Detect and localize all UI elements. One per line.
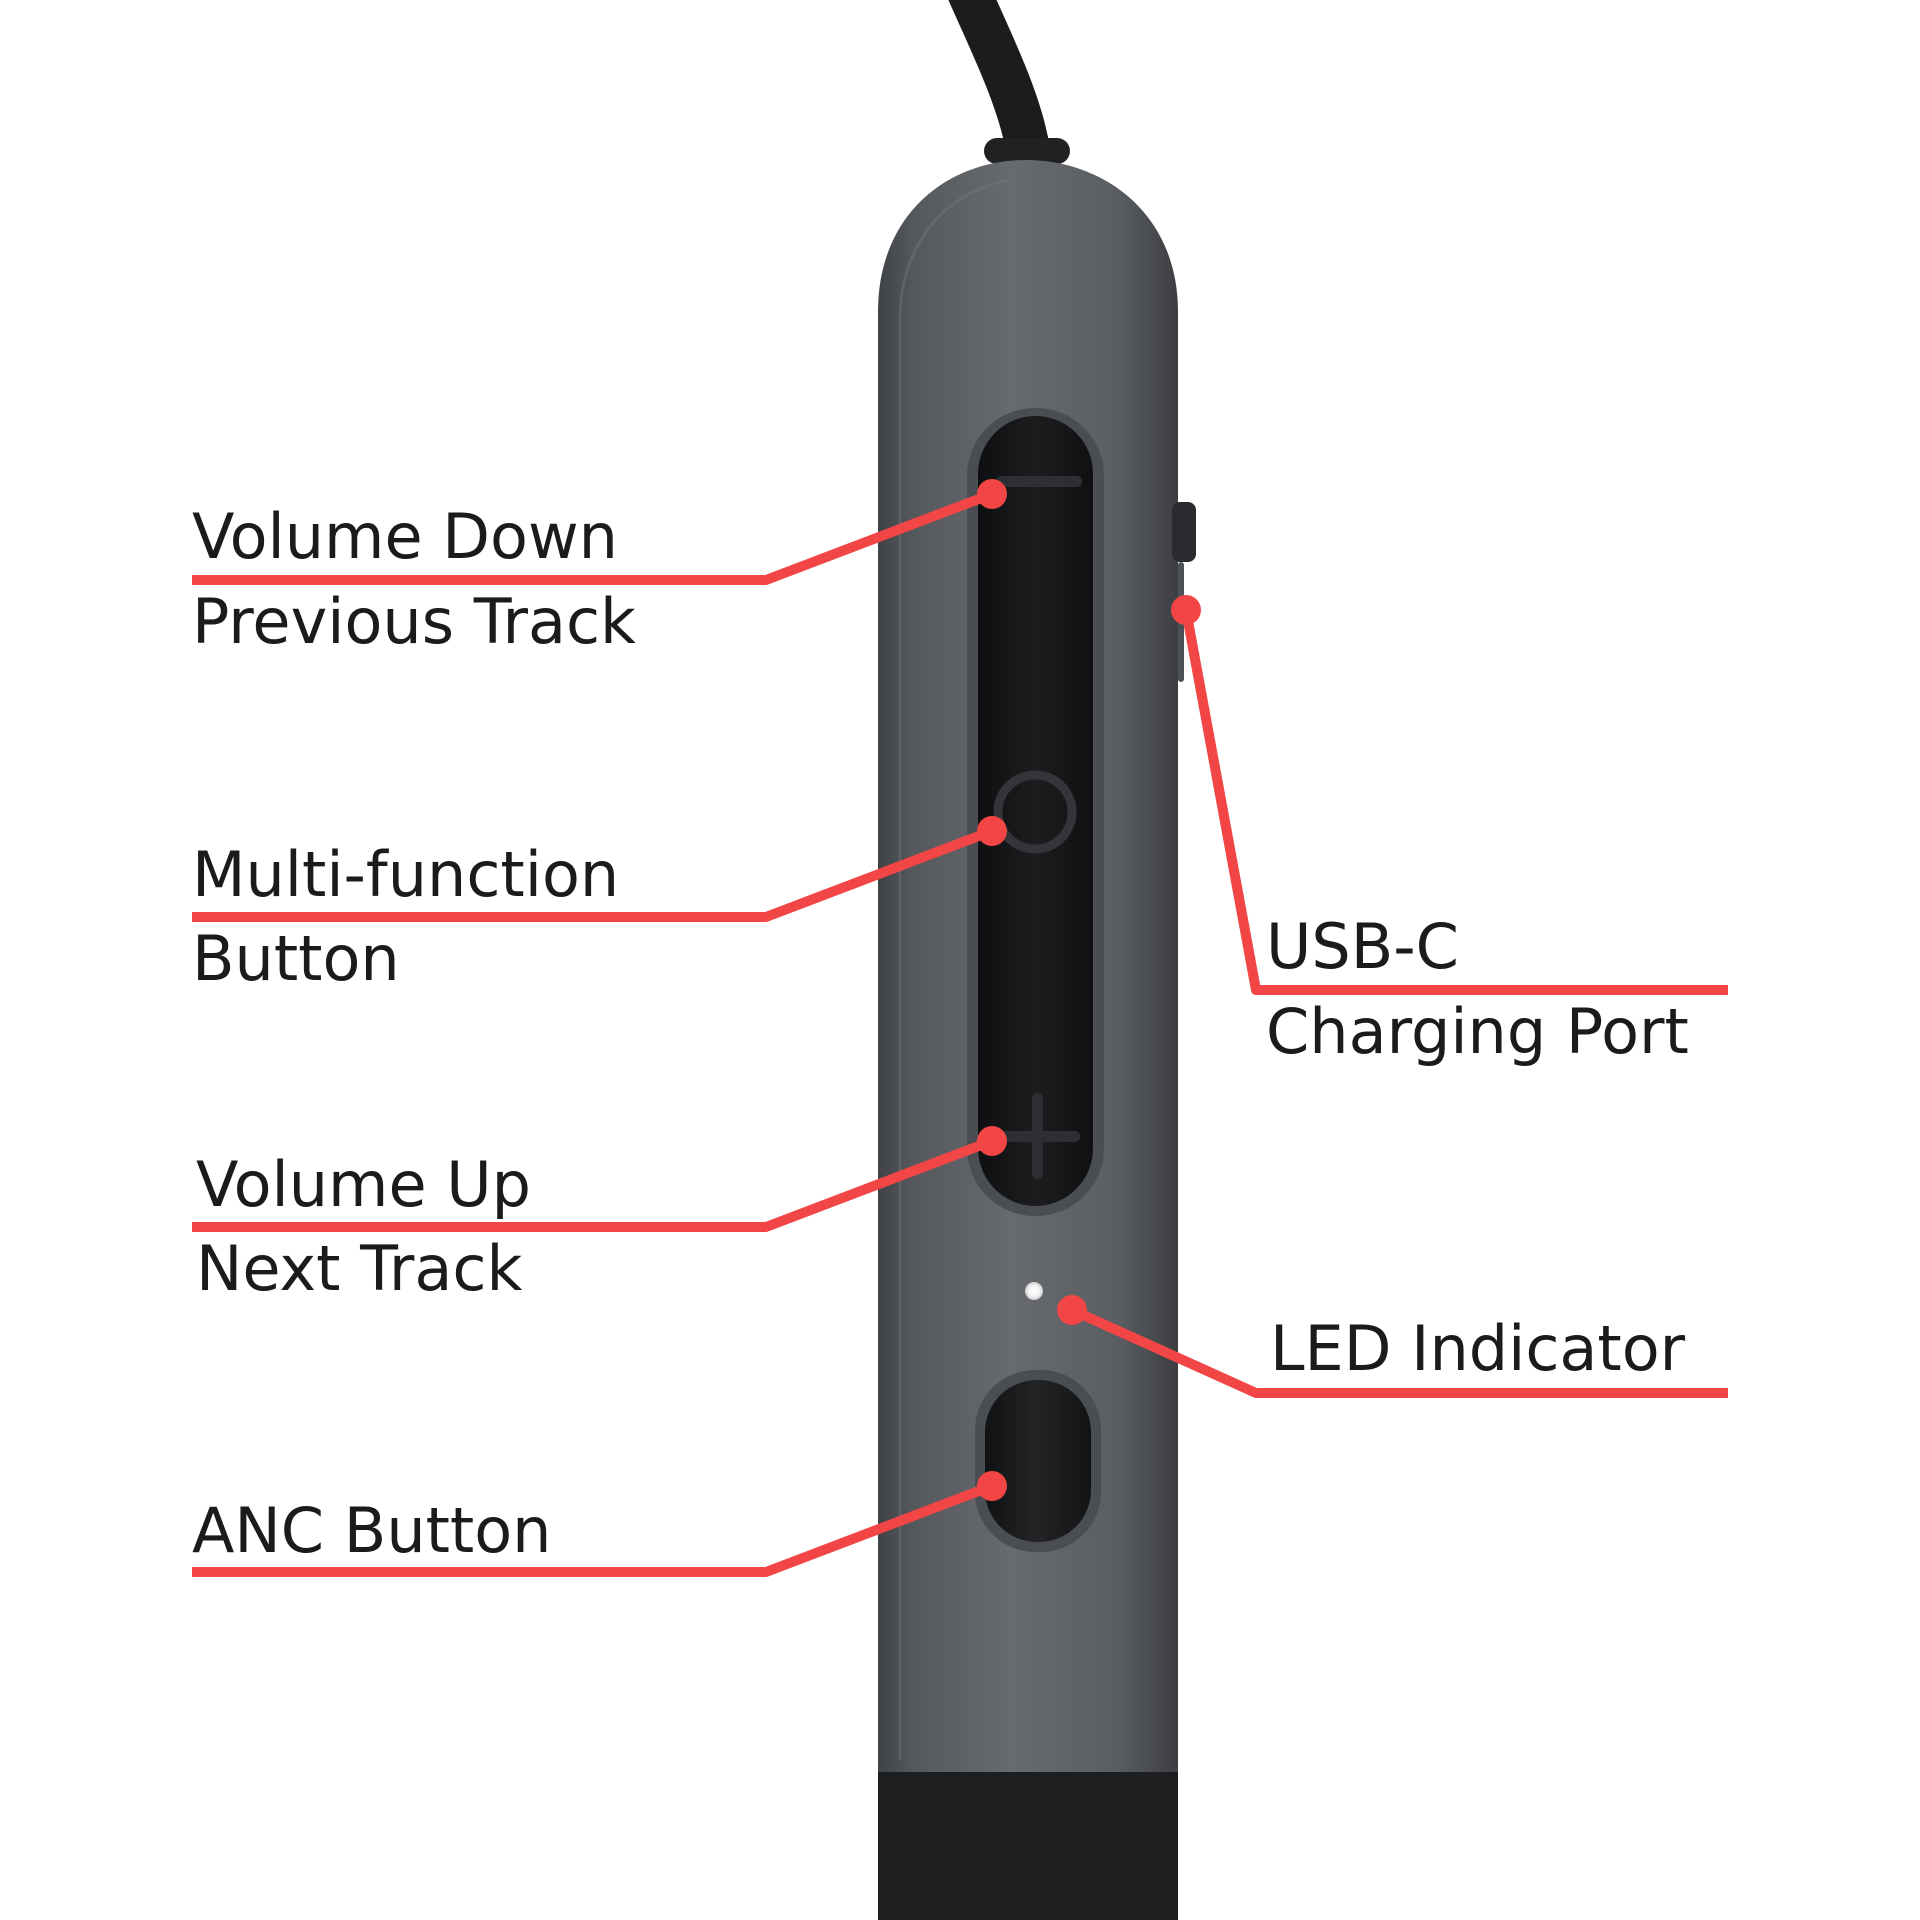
label-next-track: Next Track [196,1232,522,1305]
callout-dots [977,479,1201,1501]
housing-bottom-band [878,1772,1178,1920]
callout-dot-volume-down [977,479,1007,509]
callout-lines [192,489,1728,1577]
label-usb-c: USB-C [1266,910,1459,983]
callout-dot-multi-function [977,816,1007,846]
callout-labels: Volume Down Previous Track Multi-functio… [192,500,1689,1567]
callout-line-led [1069,1305,1728,1398]
usb-c-port[interactable] [1172,502,1196,562]
label-multi-function: Multi-function [192,838,619,911]
label-charging-port: Charging Port [1266,995,1689,1068]
label-button: Button [192,922,400,995]
multi-function-button-icon[interactable] [993,770,1077,854]
label-previous-track: Previous Track [192,585,636,658]
label-volume-up: Volume Up [196,1148,531,1221]
callout-dot-volume-up [977,1126,1007,1156]
callout-dot-led [1057,1295,1087,1325]
callout-line-multi-function [192,826,994,922]
label-anc-button: ANC Button [192,1494,551,1567]
housing-highlight [898,178,1011,1760]
callout-dot-usb-c [1171,595,1201,625]
led-indicator [1025,1282,1043,1300]
label-led-indicator: LED Indicator [1270,1312,1686,1385]
minus-icon[interactable] [996,476,1082,487]
cable [948,0,1050,172]
label-volume-down: Volume Down [192,500,618,573]
callout-line-volume-up [192,1136,994,1232]
callout-line-volume-down [192,489,994,585]
anc-button[interactable] [985,1380,1091,1542]
callout-line-usb-c [1181,609,1728,995]
button-panel[interactable] [978,416,1093,1206]
plus-icon-vertical [1032,1093,1043,1179]
callout-line-anc [192,1481,994,1577]
callout-dot-anc [977,1471,1007,1501]
cable-collar [984,138,1070,164]
